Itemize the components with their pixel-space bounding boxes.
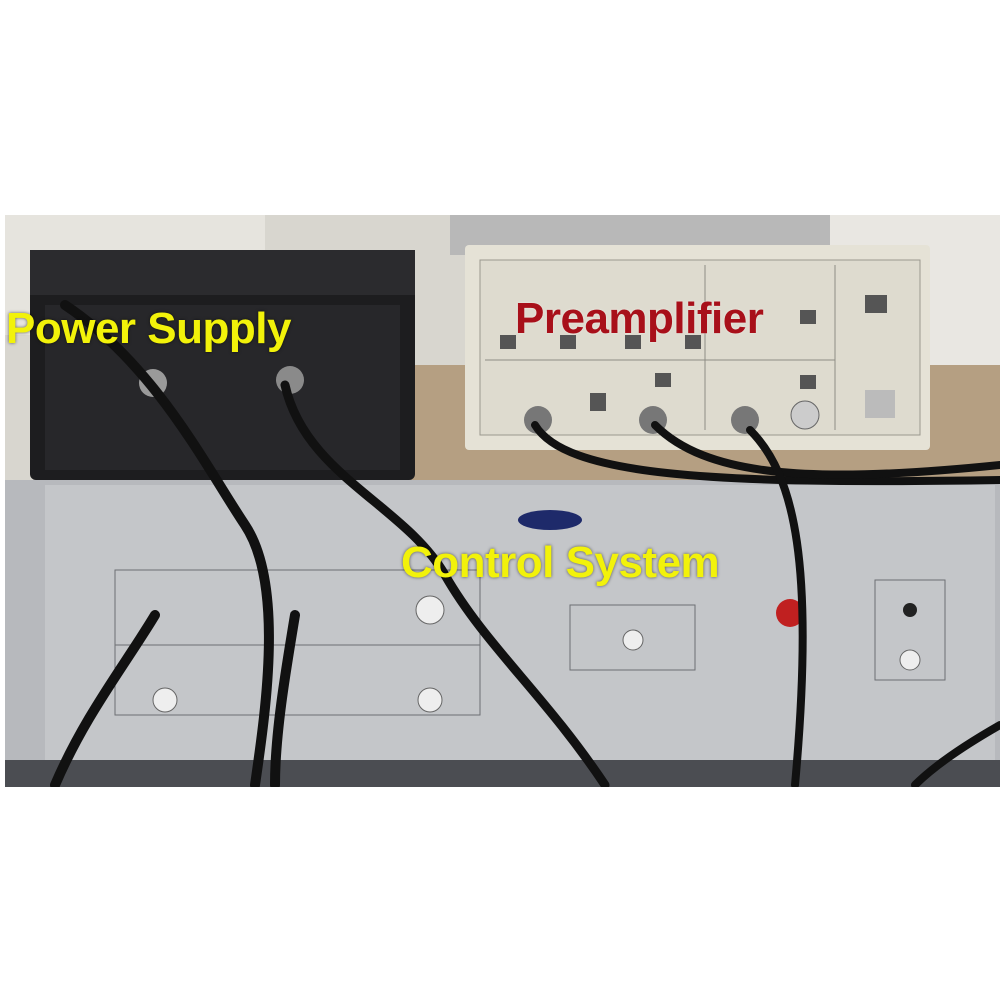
cables xyxy=(50,300,1000,787)
power-supply-unit xyxy=(30,250,415,480)
power-supply-label: Power Supply xyxy=(6,304,291,353)
control-system-unit xyxy=(5,480,1000,787)
lab-equipment-photo xyxy=(5,215,1000,787)
control-system-label: Control System xyxy=(401,538,720,587)
preamplifier-unit xyxy=(450,215,930,450)
preamplifier-label: Preamplifier xyxy=(515,294,764,343)
